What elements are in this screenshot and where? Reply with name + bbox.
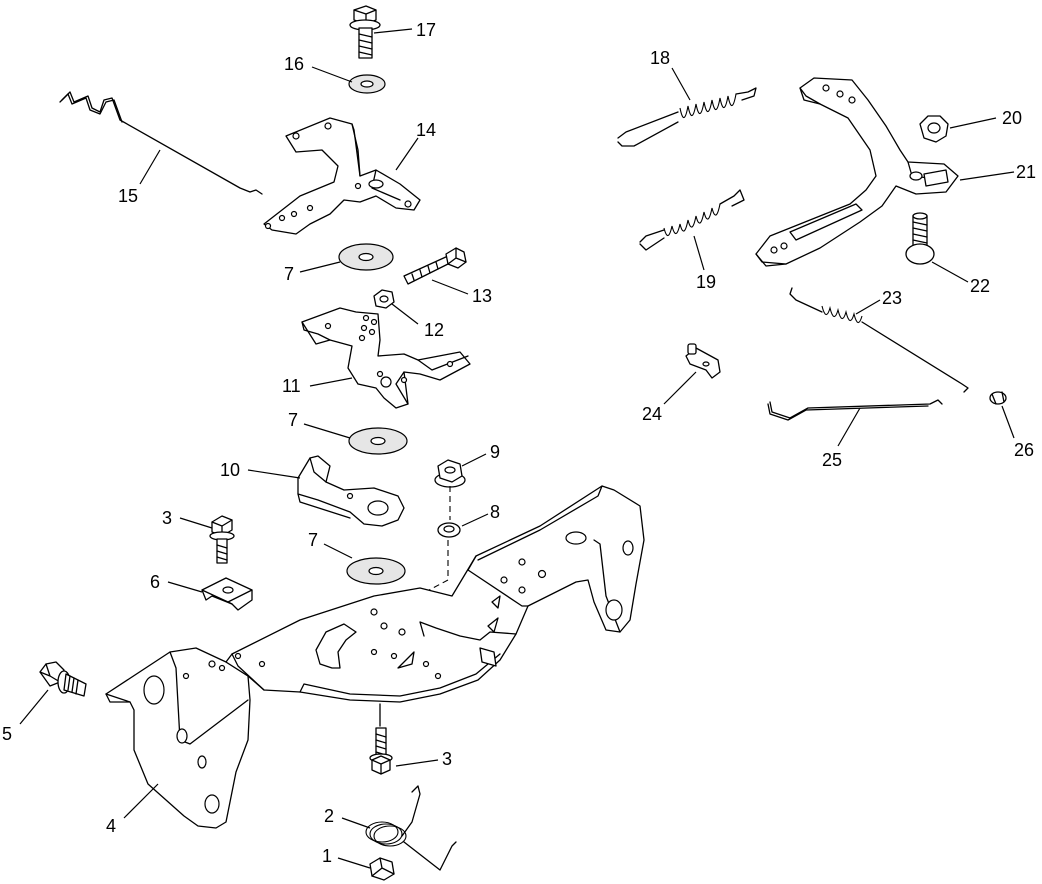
part-23-governor-spring: [789, 287, 969, 393]
part-22-shoulder-bolt: [905, 212, 935, 265]
part-13-bolt: [403, 247, 467, 285]
callout-10: 10: [220, 460, 240, 480]
callout-23: 23: [882, 288, 902, 308]
part-19-extension-spring: [639, 189, 745, 251]
callout-5: 5: [2, 724, 12, 744]
callout-25: 25: [822, 450, 842, 470]
part-21-control-lever: [755, 77, 959, 267]
part-18-extension-spring: [617, 87, 757, 147]
part-9-flange-nut: [434, 459, 466, 488]
callout-4: 4: [106, 816, 116, 836]
part-7-washer-lower: [346, 557, 406, 585]
part-11-control-plate: [301, 307, 471, 409]
callout-14: 14: [416, 120, 436, 140]
part-1-nut: [369, 857, 395, 881]
callout-7-upper: 7: [284, 264, 294, 284]
part-2-torsion-spring: [365, 785, 457, 871]
part-16-washer: [348, 74, 386, 94]
part-12-nut: [373, 289, 395, 309]
part-5-bolt: [39, 661, 87, 697]
callout-1: 1: [322, 846, 332, 866]
part-25-choke-rod: [767, 399, 943, 421]
callout-7-lower: 7: [308, 530, 318, 550]
callout-21: 21: [1016, 162, 1036, 182]
callout-17: 17: [416, 20, 436, 40]
callout-13: 13: [472, 286, 492, 306]
callout-12: 12: [424, 320, 444, 340]
part-17-flange-bolt: [349, 5, 381, 59]
main-control-plate: [225, 485, 645, 703]
callout-3-upper: 3: [162, 508, 172, 528]
callout-15: 15: [118, 186, 138, 206]
callout-6: 6: [150, 572, 160, 592]
callout-labels: 17 16 15 14 7 13 12 11 7 10 9 8 3 6 7 5 …: [2, 20, 1036, 866]
part-7-washer-upper: [338, 243, 394, 271]
part-26-push-nut: [989, 391, 1007, 405]
part-10-lever: [297, 455, 405, 527]
callout-24: 24: [642, 404, 662, 424]
callout-3-lower: 3: [442, 749, 452, 769]
callout-2: 2: [324, 806, 334, 826]
callout-18: 18: [650, 48, 670, 68]
part-3-screw-upper: [209, 515, 235, 564]
part-4-mounting-bracket: [105, 647, 251, 829]
part-15-link-rod: [59, 91, 263, 195]
callout-8: 8: [490, 502, 500, 522]
callout-20: 20: [1002, 108, 1022, 128]
part-8-lock-washer: [437, 522, 461, 538]
callout-9: 9: [490, 442, 500, 462]
leader-lines: [19, 28, 1015, 869]
callout-11: 11: [282, 376, 301, 396]
part-3-screw-lower: [369, 703, 393, 775]
part-24-cable-stop: [685, 343, 721, 379]
part-14-bracket: [263, 117, 421, 235]
callout-19: 19: [696, 272, 716, 292]
callout-16: 16: [284, 54, 304, 74]
callout-26: 26: [1014, 440, 1034, 460]
callout-22: 22: [970, 276, 990, 296]
callout-7-middle: 7: [288, 410, 298, 430]
part-6-cable-clamp: [201, 577, 253, 611]
part-20-nut: [919, 115, 949, 143]
part-7-washer-middle: [348, 427, 408, 455]
